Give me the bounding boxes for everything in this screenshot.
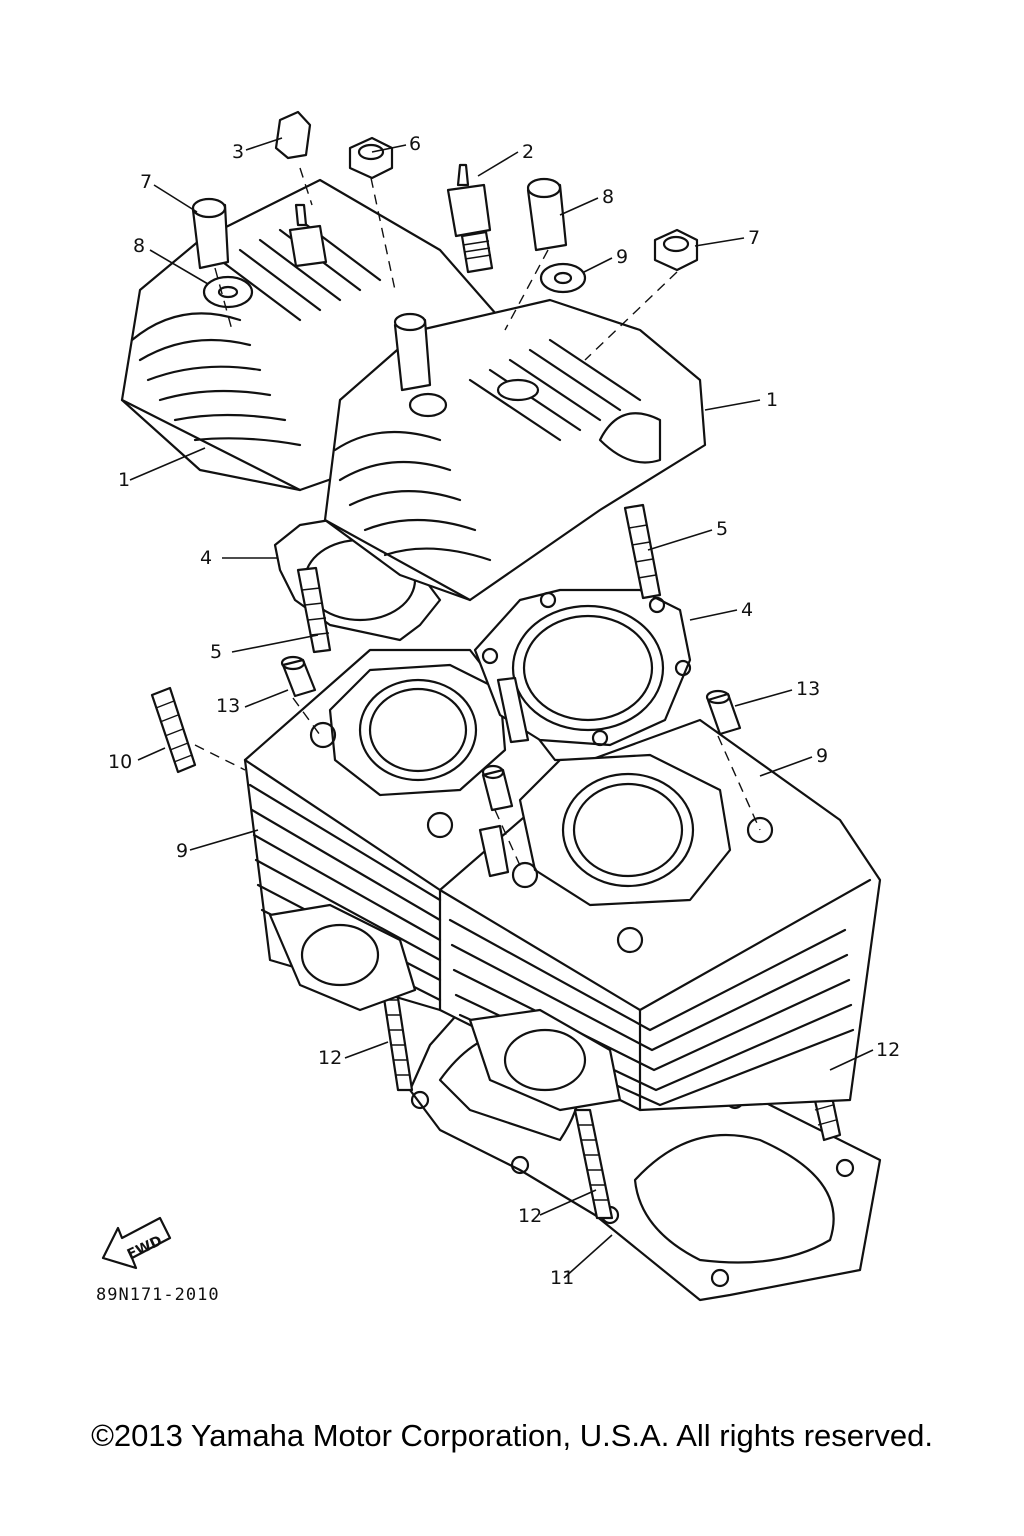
callout-6: 7 (748, 227, 760, 249)
callout-9: 9 (176, 840, 188, 862)
callout-3: 3 (232, 141, 244, 163)
callout-12: 12 (518, 1205, 542, 1227)
plug-cap (274, 110, 312, 160)
copyright-notice: ©2013 Yamaha Motor Corporation, U.S.A. A… (91, 1418, 933, 1453)
diagram-part-code: 89N171-2010 (96, 1285, 220, 1305)
head-studs (296, 503, 662, 878)
callout-4: 4 (741, 599, 753, 621)
forward-arrow-icon: FWD (101, 1216, 172, 1270)
callout-7: 7 (140, 171, 152, 193)
spacer-collars (191, 177, 568, 392)
fin-damper (150, 686, 197, 774)
washers (202, 262, 587, 309)
callout-12: 12 (876, 1039, 900, 1061)
callout-13: 13 (216, 695, 240, 717)
callout-8: 9 (616, 246, 628, 268)
callout-1: 1 (118, 469, 130, 491)
callout-7: 8 (602, 186, 614, 208)
callout-13: 13 (796, 678, 820, 700)
cap-nuts (348, 136, 699, 272)
callout-2: 2 (522, 141, 534, 163)
alignment-lines (194, 167, 761, 871)
callout-6: 6 (409, 133, 421, 155)
leader-lines (129, 137, 874, 1279)
callout-4: 4 (200, 547, 212, 569)
callout-5: 5 (210, 641, 222, 663)
cylinder-block (243, 648, 882, 1112)
callout-9: 9 (816, 745, 828, 767)
callout-11: 11 (550, 1267, 574, 1289)
callout-1: 1 (766, 389, 778, 411)
callout-10: 10 (108, 751, 132, 773)
callout-12: 12 (318, 1047, 342, 1069)
spark-plugs (288, 163, 494, 274)
dowels (280, 655, 742, 812)
callout-8: 8 (133, 235, 145, 257)
callout-5: 5 (716, 518, 728, 540)
callout-labels: 3 6 2 7 8 7 8 9 1 1 4 5 4 5 13 13 10 9 9… (108, 133, 900, 1289)
